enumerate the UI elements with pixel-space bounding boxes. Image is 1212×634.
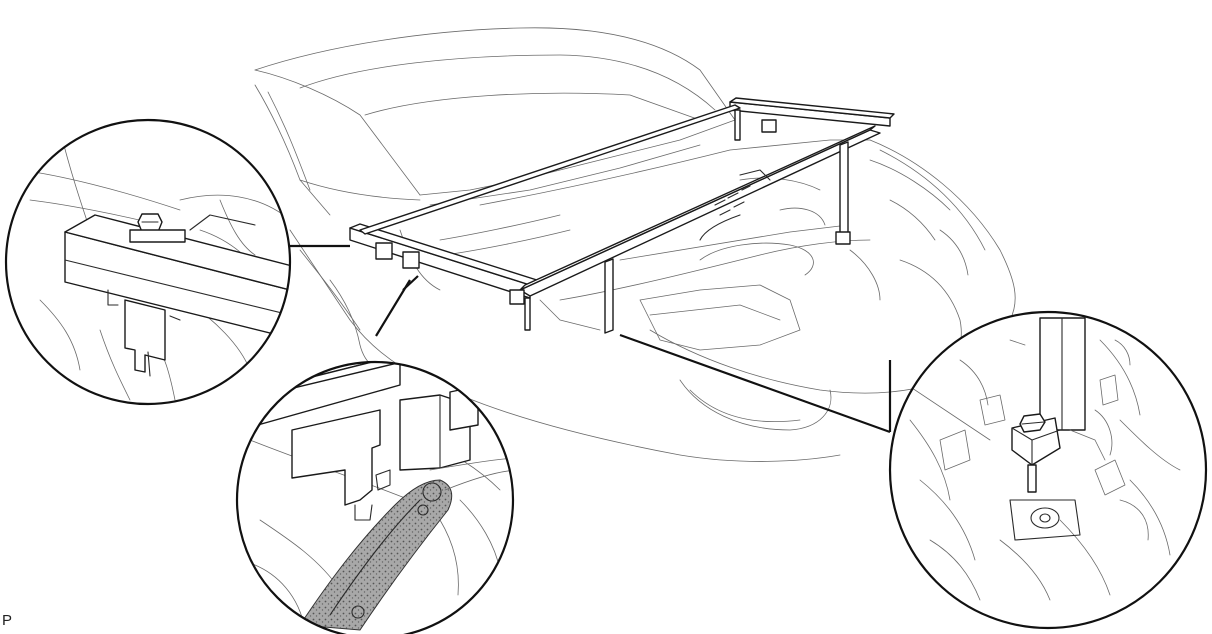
figure-code-label: P bbox=[2, 612, 13, 629]
leader-lines bbox=[285, 244, 892, 434]
alignment-frame bbox=[349, 97, 895, 334]
detail-view-center-bracket bbox=[235, 360, 515, 634]
detail-view-left-bracket bbox=[4, 118, 292, 406]
detail-view-right-bracket bbox=[888, 310, 1208, 630]
